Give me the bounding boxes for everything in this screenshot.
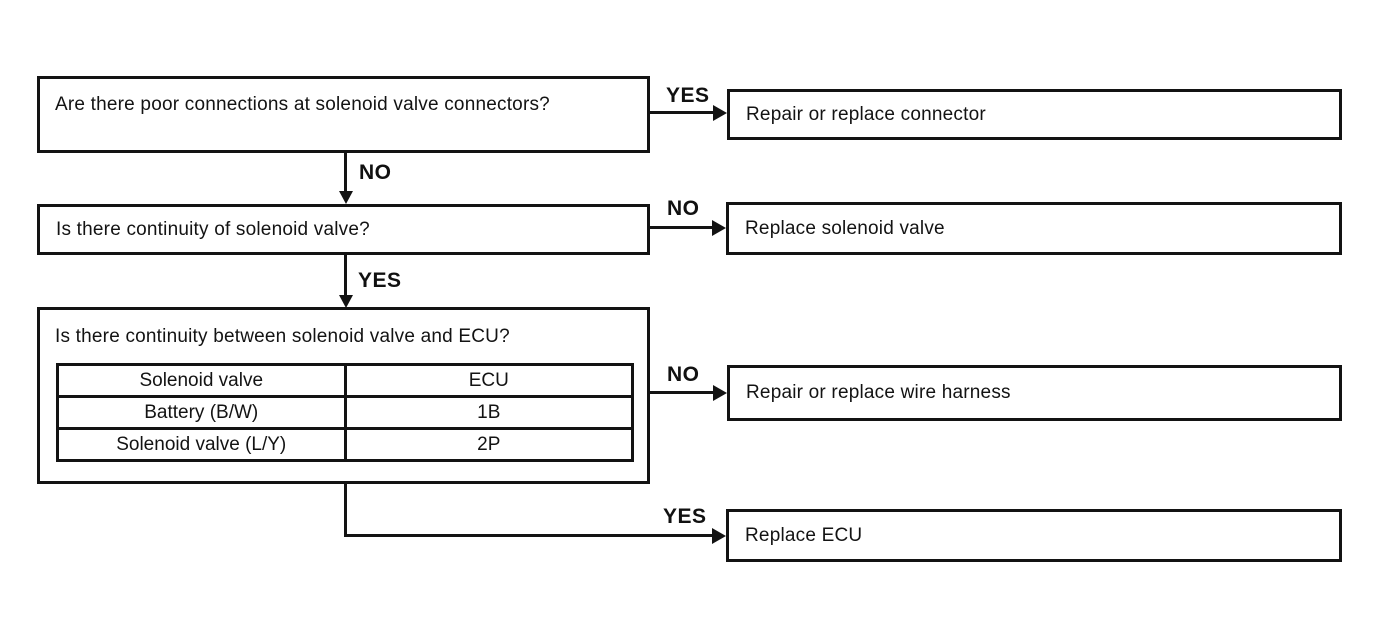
branch-label-no-2: NO (667, 197, 700, 220)
action-box-replace-solenoid-valve: Replace solenoid valve (726, 202, 1342, 255)
connector-no-2-line (650, 226, 713, 229)
action-text-repair-wire-harness: Repair or replace wire harness (746, 382, 1011, 403)
question-text-solenoid-continuity: Is there continuity of solenoid valve? (56, 218, 370, 240)
connector-yes-1-line (650, 111, 714, 114)
pinout-row-battery: Battery (B/W) 1B (56, 395, 634, 430)
connector-no-2-arrowhead-icon (712, 219, 726, 236)
question-text-ecu-continuity: Is there continuity between solenoid val… (55, 326, 510, 347)
pinout-header-ecu: ECU (343, 363, 634, 398)
action-box-repair-wire-harness: Repair or replace wire harness (727, 365, 1342, 421)
connector-no-3-arrowhead-icon (713, 384, 727, 401)
action-text-replace-ecu: Replace ECU (745, 524, 863, 546)
action-text-repair-connector: Repair or replace connector (746, 103, 986, 125)
connector-no-1-arrowhead-icon (338, 191, 353, 204)
branch-label-yes-2: YES (358, 269, 402, 292)
question-box-ecu-continuity: Is there continuity between solenoid val… (37, 307, 650, 484)
question-box-poor-connections: Are there poor connections at solenoid v… (37, 76, 650, 153)
question-text-poor-connections: Are there poor connections at solenoid v… (55, 94, 550, 115)
connector-no-1-line (344, 153, 347, 193)
connector-yes-3-arrowhead-icon (712, 527, 726, 544)
connector-yes-3-vline (344, 483, 347, 537)
action-box-repair-connector: Repair or replace connector (727, 89, 1342, 140)
branch-label-no-3: NO (667, 363, 700, 386)
pinout-cell-2p: 2P (343, 427, 634, 462)
connector-yes-3-hline (344, 534, 713, 537)
question-box-solenoid-continuity: Is there continuity of solenoid valve? (37, 204, 650, 255)
action-box-replace-ecu: Replace ECU (726, 509, 1342, 562)
pinout-cell-solenoid-valve: Solenoid valve (L/Y) (56, 427, 347, 462)
connector-no-3-line (650, 391, 714, 394)
pinout-header-solenoid-valve: Solenoid valve (56, 363, 347, 398)
pinout-table: Solenoid valve ECU Battery (B/W) 1B Sole… (56, 363, 634, 462)
pinout-cell-battery: Battery (B/W) (56, 395, 347, 430)
branch-label-yes-3: YES (663, 505, 707, 528)
connector-yes-2-line (344, 255, 347, 297)
connector-yes-2-arrowhead-icon (338, 295, 353, 308)
pinout-header-row: Solenoid valve ECU (56, 363, 634, 398)
pinout-cell-1b: 1B (343, 395, 634, 430)
pinout-row-solenoid-valve: Solenoid valve (L/Y) 2P (56, 427, 634, 462)
connector-yes-1-arrowhead-icon (713, 104, 727, 121)
action-text-replace-solenoid-valve: Replace solenoid valve (745, 217, 945, 239)
branch-label-no-1: NO (359, 161, 392, 184)
branch-label-yes-1: YES (666, 84, 710, 107)
